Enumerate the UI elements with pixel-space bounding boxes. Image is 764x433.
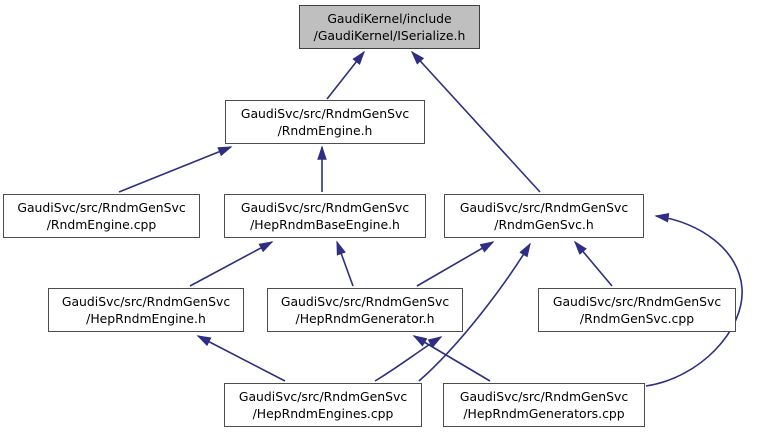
node-rndmengine-h[interactable]: GaudiSvc/src/RndmGenSvc /RndmEngine.h [225, 100, 425, 144]
edge-heprndmgenerator_h-to-heprndmbaseengine_h [336, 240, 354, 287]
edge-heprndmengines_cpp-to-heprndmengine_h [196, 335, 286, 382]
node-iserialize-h[interactable]: GaudiKernel/include /GaudiKernel/ISerial… [299, 5, 480, 49]
edge-rndmengine_cpp-to-rndmengine_h [118, 146, 233, 193]
node-label-line2: /RndmEngine.h [277, 123, 373, 138]
node-label-line2: /HepRndmBaseEngine.h [250, 217, 400, 232]
node-label-line1: GaudiKernel/include [327, 11, 452, 26]
node-label-line2: /HepRndmEngine.h [86, 311, 206, 326]
node-heprndmgenerator-h[interactable]: GaudiSvc/src/RndmGenSvc /HepRndmGenerato… [267, 288, 463, 332]
node-label-line1: GaudiSvc/src/RndmGenSvc [552, 294, 722, 309]
edge-rndmgensvc_h-to-iserialize [410, 50, 541, 193]
node-label-line2: /RndmGenSvc.cpp [579, 311, 695, 326]
node-label-line1: GaudiSvc/src/RndmGenSvc [459, 200, 629, 215]
node-label-line2: /HepRndmEngines.cpp [252, 406, 394, 421]
node-heprndmengines-cpp[interactable]: GaudiSvc/src/RndmGenSvc /HepRndmEngines.… [224, 383, 422, 427]
node-label-line1: GaudiSvc/src/RndmGenSvc [238, 389, 408, 404]
node-label-line2: /HepRndmGenerators.cpp [463, 406, 625, 421]
node-label-line1: GaudiSvc/src/RndmGenSvc [61, 294, 231, 309]
node-heprndmgenerators-cpp[interactable]: GaudiSvc/src/RndmGenSvc /HepRndmGenerato… [443, 383, 645, 427]
node-rndmengine-cpp[interactable]: GaudiSvc/src/RndmGenSvc /RndmEngine.cpp [3, 194, 200, 238]
node-label-line2: /HepRndmGenerator.h [295, 311, 435, 326]
node-heprndmengine-h[interactable]: GaudiSvc/src/RndmGenSvc /HepRndmEngine.h [48, 288, 244, 332]
edge-heprndmgenerator_h-to-rndmgensvc_h [416, 241, 495, 287]
edge-rndmgensvc_cpp-to-rndmgensvc_h [573, 240, 613, 287]
edge-heprndmengines_cpp-to-rndmgensvc_h [418, 242, 531, 382]
node-label-line1: GaudiSvc/src/RndmGenSvc [280, 294, 450, 309]
node-label-line1: GaudiSvc/src/RndmGenSvc [240, 106, 410, 121]
node-label-line1: GaudiSvc/src/RndmGenSvc [459, 389, 629, 404]
node-label-line2: /RndmGenSvc.h [494, 217, 594, 232]
node-rndmgensvc-cpp[interactable]: GaudiSvc/src/RndmGenSvc /RndmGenSvc.cpp [538, 288, 736, 332]
node-rndmgensvc-h[interactable]: GaudiSvc/src/RndmGenSvc /RndmGenSvc.h [444, 194, 644, 238]
node-label-line1: GaudiSvc/src/RndmGenSvc [240, 200, 410, 215]
edge-heprndmgenerators_cpp-to-rndmgensvc_h-curve [645, 212, 743, 387]
edge-rndmengine_h-to-iserialize [326, 50, 365, 100]
edge-heprndmengines_cpp-to-heprndmgenerator_h [374, 336, 443, 382]
node-label-line2: /GaudiKernel/ISerialize.h [313, 28, 466, 43]
edge-heprndmgenerators_cpp-to-heprndmgenerator_h [412, 335, 491, 382]
node-heprndmbaseengine-h[interactable]: GaudiSvc/src/RndmGenSvc /HepRndmBaseEngi… [224, 194, 426, 238]
edge-heprndmengine_h-to-heprndmbaseengine_h [189, 241, 274, 287]
node-label-line1: GaudiSvc/src/RndmGenSvc [17, 200, 186, 215]
node-label-line2: /RndmEngine.cpp [46, 217, 157, 232]
